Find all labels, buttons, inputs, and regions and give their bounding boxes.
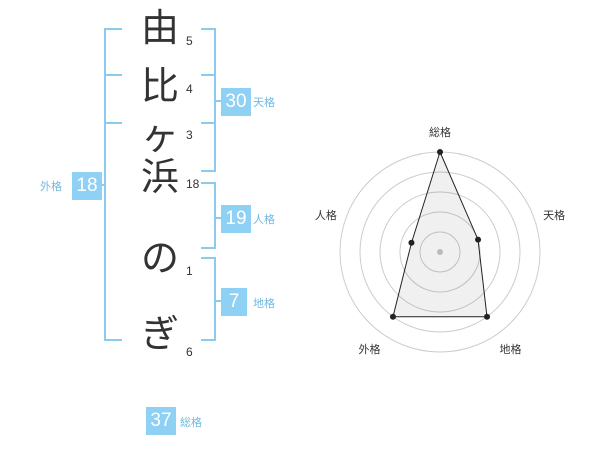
- stroke-count-4: 18: [186, 177, 200, 191]
- jinkaku-label: 人格: [253, 213, 275, 226]
- tenkaku-badge: 30: [221, 88, 251, 116]
- name-char-3: ヶ: [140, 114, 179, 158]
- radar-point-1: [437, 149, 443, 155]
- radar-point-5: [408, 239, 415, 246]
- radar-center-dot: [437, 249, 443, 255]
- chikaku-label: 地格: [253, 297, 275, 310]
- stroke-count-2: 4: [186, 82, 193, 96]
- radar-ring-3: [379, 191, 501, 313]
- stroke-count-1: 5: [186, 34, 193, 48]
- radar-point-2: [475, 236, 482, 243]
- radar-ring-2: [399, 211, 481, 293]
- stroke-count-5: 1: [186, 264, 193, 278]
- radar-point-3: [484, 313, 491, 320]
- gaikaku-label: 外格: [40, 180, 62, 193]
- radar-ring-4: [359, 171, 521, 333]
- stroke-count-6: 6: [186, 345, 193, 359]
- name-char-6: ぎ: [140, 312, 179, 356]
- tenkaku-label: 天格: [253, 96, 275, 109]
- radar-axis-label-1: 総格: [429, 125, 451, 139]
- jinkaku-badge: 19: [221, 205, 251, 233]
- radar-point-4: [389, 313, 396, 320]
- gaikaku-badge: 18: [72, 172, 102, 200]
- radar-axis-label-2: 天格: [543, 208, 565, 222]
- name-char-5: の: [140, 236, 179, 280]
- radar-axis-label-4: 外格: [358, 342, 380, 356]
- name-char-2: 比: [140, 64, 179, 108]
- radar-data-area: [392, 150, 488, 318]
- chikaku-badge: 7: [221, 288, 247, 316]
- soukaku-badge: 37: [146, 407, 176, 435]
- radar-axis-label-3: 地格: [500, 342, 522, 356]
- radar-axis-label-5: 人格: [315, 208, 337, 222]
- stroke-count-3: 3: [186, 128, 193, 142]
- soukaku-label: 総格: [180, 416, 202, 429]
- name-char-1: 由: [140, 6, 179, 50]
- name-char-4: 浜: [140, 155, 179, 199]
- radar-ring-1: [419, 231, 461, 273]
